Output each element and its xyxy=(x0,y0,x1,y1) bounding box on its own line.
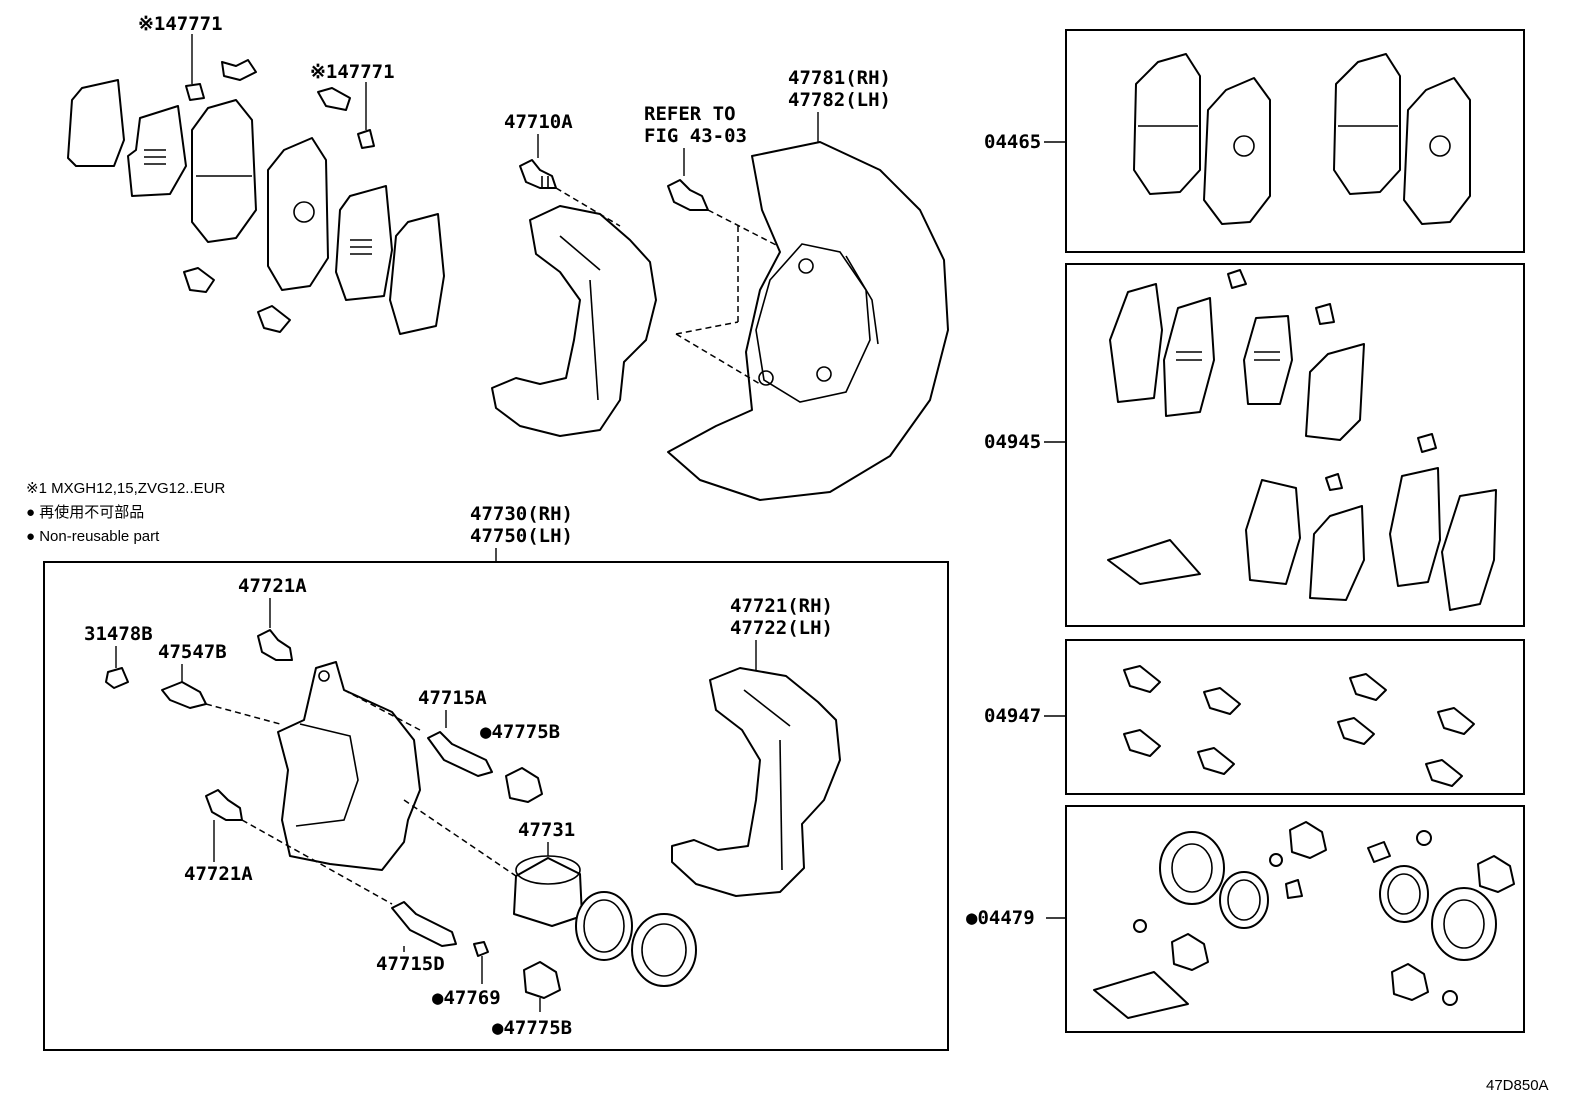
pad-support-plate[interactable] xyxy=(221,59,257,81)
legend: ※1 MXGH12,15,ZVG12..EUR ● 再使用不可部品 ● Non-… xyxy=(26,480,225,545)
legend-note-1: ※1 MXGH12,15,ZVG12..EUR xyxy=(26,480,225,497)
anti-squeal-shim-outer[interactable] xyxy=(67,79,125,167)
caliper-piston[interactable] xyxy=(513,855,583,927)
bleeder-plug[interactable] xyxy=(161,681,207,709)
pad-clip-icon[interactable] xyxy=(317,87,351,111)
cylinder-boot[interactable] xyxy=(631,913,697,987)
callout-04479: ●04479 xyxy=(966,907,1035,929)
callout-31478B: 31478B xyxy=(84,623,153,645)
callout-47775B-top: ●47775B xyxy=(480,721,560,743)
slide-pin-boot-upper[interactable] xyxy=(505,767,543,803)
referenced-bolt[interactable] xyxy=(667,179,709,211)
front-disc-pad-kit[interactable] xyxy=(1133,53,1471,225)
callout-04945: 04945 xyxy=(984,431,1041,453)
disc-pad-outer[interactable] xyxy=(191,99,257,243)
cylinder-assembly-frame xyxy=(43,561,949,1051)
bleeder-plug-cap[interactable] xyxy=(105,667,129,689)
cylinder-kit[interactable] xyxy=(1093,821,1515,1019)
piston-seal[interactable] xyxy=(575,891,633,961)
mounting-bolt-top[interactable] xyxy=(519,159,557,189)
legend-note-2: ● 再使用不可部品 xyxy=(26,504,144,521)
pad-support-plate[interactable] xyxy=(257,305,291,333)
kit-04465-frame xyxy=(1065,29,1525,253)
callout-47710A: 47710A xyxy=(504,111,573,133)
diagram-code: 47D850A xyxy=(1486,1077,1549,1094)
callout-cylinder-rh: 47730(RH) xyxy=(470,503,573,525)
callout-cylinder-lh: 47750(LH) xyxy=(470,525,573,547)
bleeder-bolt-top[interactable] xyxy=(257,629,293,661)
legend-note-3: ● Non-reusable part xyxy=(26,528,160,545)
anti-squeal-shim-right[interactable] xyxy=(335,185,393,301)
caliper-mounting-bracket-top[interactable] xyxy=(491,205,657,437)
anti-squeal-shim-kit[interactable] xyxy=(1107,269,1497,611)
slide-bushing[interactable] xyxy=(473,941,489,957)
callout-47715D: 47715D xyxy=(376,953,445,975)
kit-04479-frame xyxy=(1065,805,1525,1033)
slide-pin-boot-lower[interactable] xyxy=(523,961,561,999)
slide-pin-lower[interactable] xyxy=(391,901,457,947)
disc-pad-inner[interactable] xyxy=(267,137,329,291)
callout-47547B: 47547B xyxy=(158,641,227,663)
callout-47731: 47731 xyxy=(518,819,575,841)
callout-47721A-top: 47721A xyxy=(238,575,307,597)
callout-cover-rh: 47781(RH) xyxy=(788,67,891,89)
callout-47715A: 47715A xyxy=(418,687,487,709)
callout-47775B-bottom: ●47775B xyxy=(492,1017,572,1039)
callout-47769: ●47769 xyxy=(432,987,501,1009)
callout-pad-clip-2: ※147771 xyxy=(310,61,395,83)
disc-brake-dust-cover[interactable] xyxy=(667,141,949,501)
kit-04947-frame xyxy=(1065,639,1525,795)
callout-mounting-rh: 47721(RH) xyxy=(730,595,833,617)
callout-refer-line1: REFER TO xyxy=(644,103,736,125)
caliper-mounting-bracket[interactable] xyxy=(671,667,841,897)
pad-support-plate-kit[interactable] xyxy=(1123,665,1475,787)
caliper-cylinder-body[interactable] xyxy=(277,661,421,871)
pad-clip-icon[interactable] xyxy=(357,129,375,149)
callout-refer-line2: FIG 43-03 xyxy=(644,125,747,147)
pad-clip-icon[interactable] xyxy=(185,83,205,101)
callout-04947: 04947 xyxy=(984,705,1041,727)
pad-support-plate[interactable] xyxy=(183,267,215,293)
callout-pad-clip-1: ※147771 xyxy=(138,13,223,35)
pad-assembly-group xyxy=(67,34,445,335)
anti-squeal-shim-far-right[interactable] xyxy=(389,213,445,335)
slide-pin-upper[interactable] xyxy=(427,731,493,777)
kit-04945-frame xyxy=(1065,263,1525,627)
callout-47721A-bottom: 47721A xyxy=(184,863,253,885)
anti-squeal-shim-inner[interactable] xyxy=(127,105,187,197)
callout-cover-lh: 47782(LH) xyxy=(788,89,891,111)
bleeder-bolt-bottom[interactable] xyxy=(205,789,243,821)
callout-04465: 04465 xyxy=(984,131,1041,153)
callout-mounting-lh: 47722(LH) xyxy=(730,617,833,639)
